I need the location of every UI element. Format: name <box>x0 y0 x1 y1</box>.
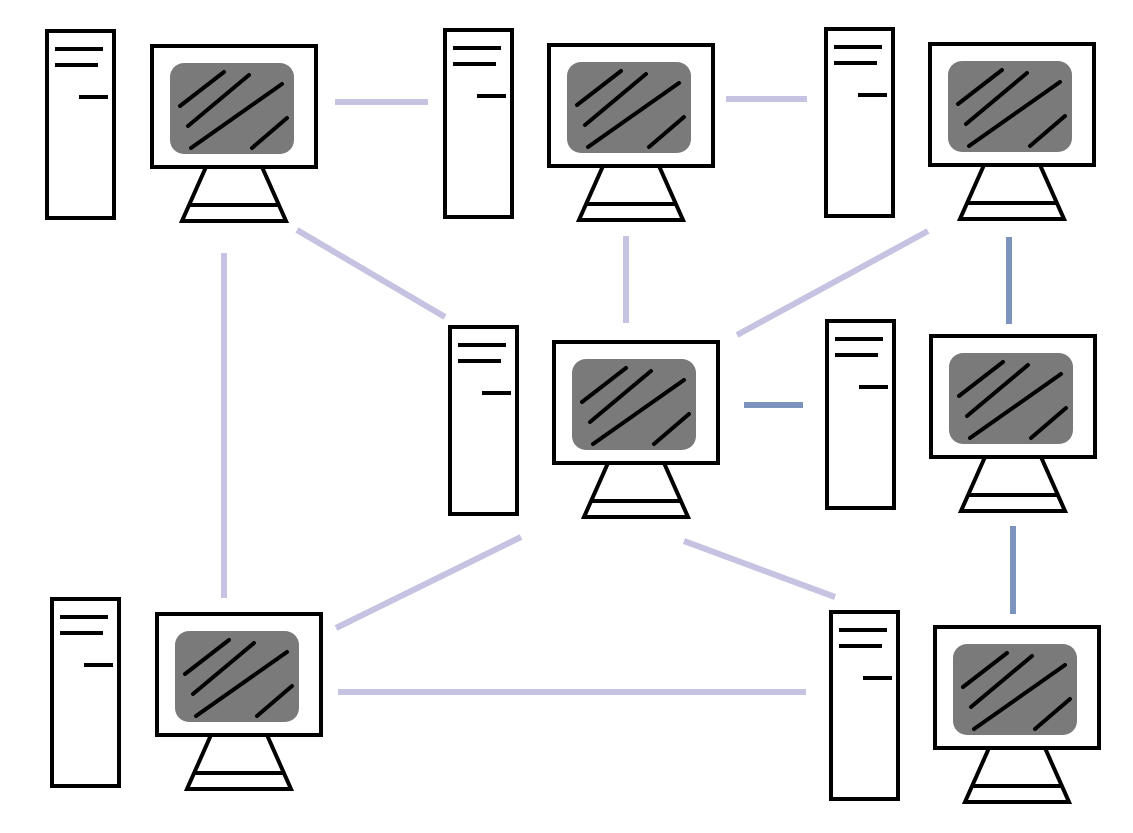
tower-icon <box>443 28 514 219</box>
screen-glare-line <box>255 684 294 718</box>
tower-icon <box>448 325 519 516</box>
monitor-icon <box>155 612 323 791</box>
node-middle-right <box>825 319 1097 513</box>
monitor-icon <box>552 340 720 519</box>
monitor-stand <box>957 455 1069 513</box>
links-layer <box>221 96 1016 695</box>
screen <box>948 61 1072 152</box>
screen-glare-line <box>652 412 691 446</box>
screen-glare-line <box>965 363 1030 418</box>
screen <box>953 644 1077 735</box>
screen-glare-line <box>591 378 686 446</box>
link-top-right-to-center <box>735 228 930 338</box>
screen-glare-line <box>583 72 648 127</box>
screen <box>175 631 299 722</box>
screen-glare-line <box>580 366 628 404</box>
monitor-icon <box>929 334 1097 513</box>
link-center-to-bottom-left <box>334 534 523 631</box>
screen-glare-line <box>969 654 1034 709</box>
screen-glare-line <box>186 73 251 128</box>
node-bottom-left <box>50 597 323 791</box>
monitor-icon <box>928 42 1096 221</box>
screen-glare-line <box>967 80 1062 148</box>
tower-icon <box>824 27 895 218</box>
screen-glare-line <box>189 82 284 150</box>
screen-glare-line <box>194 650 289 718</box>
screen-glare-line <box>575 69 623 107</box>
screen-glare-line <box>968 372 1063 440</box>
monitor-stand <box>580 461 692 519</box>
screen-glare-line <box>964 71 1029 126</box>
screen-glare-line <box>1029 406 1068 440</box>
monitor-icon <box>933 625 1101 804</box>
monitor-stand <box>178 165 290 223</box>
monitor-stand <box>961 746 1073 804</box>
node-top-right <box>824 27 1096 221</box>
screen-glare-line <box>178 70 226 108</box>
node-top-left <box>45 29 318 223</box>
node-bottom-right <box>829 610 1101 804</box>
link-top-left-to-center <box>295 227 447 320</box>
screen-glare-line <box>183 638 231 676</box>
nodes-layer <box>45 27 1101 804</box>
screen-glare-line <box>250 116 289 150</box>
screen <box>572 359 696 450</box>
tower-icon <box>50 597 121 788</box>
screen-glare-line <box>1028 114 1067 148</box>
screen <box>567 62 691 153</box>
screen-glare-line <box>956 68 1004 106</box>
tower-icon <box>829 610 900 801</box>
link-center-to-bottom-right <box>682 538 837 600</box>
node-top-middle <box>443 28 715 222</box>
screen-glare-line <box>957 360 1005 398</box>
screen-glare-line <box>1033 697 1072 731</box>
screen-glare-line <box>191 641 256 696</box>
node-center <box>448 325 720 519</box>
screen-glare-line <box>647 115 686 149</box>
screen-glare-line <box>588 369 653 424</box>
monitor-icon <box>547 43 715 222</box>
tower-icon <box>45 29 116 220</box>
screen <box>170 63 294 154</box>
screen-glare-line <box>972 663 1067 731</box>
screen-glare-line <box>586 81 681 149</box>
monitor-stand <box>575 164 687 222</box>
monitor-icon <box>150 44 318 223</box>
tower-icon <box>825 319 896 510</box>
monitor-stand <box>183 733 295 791</box>
monitor-stand <box>956 163 1068 221</box>
screen <box>949 353 1073 444</box>
screen-glare-line <box>961 651 1009 689</box>
